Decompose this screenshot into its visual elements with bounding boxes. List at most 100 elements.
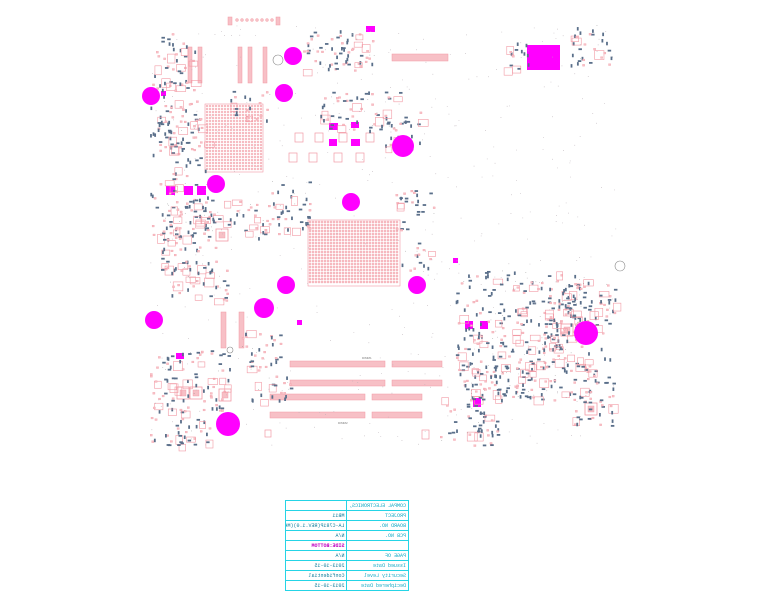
component-outline: [354, 62, 363, 69]
silkscreen-mark: [509, 385, 511, 386]
smd-part: [251, 398, 254, 402]
smd-part: [574, 316, 577, 320]
smd-part: [194, 373, 198, 376]
smd-part: [591, 33, 595, 36]
smd-part: [302, 203, 307, 206]
component-outline: [291, 196, 298, 206]
smd-part: [562, 291, 564, 296]
smd-part: [158, 141, 163, 143]
smd-part: [600, 300, 602, 304]
title-block-table: COMPAL ELECTRONICS, INC.PROJECTMB11BOARD…: [285, 500, 409, 591]
smd-part: [576, 284, 580, 287]
smd-pad: [333, 52, 337, 55]
title-block-value: [285, 500, 347, 511]
smd-part: [416, 210, 421, 213]
smd-part: [567, 310, 570, 315]
smd-pad: [203, 400, 206, 403]
smd-pad: [209, 210, 212, 214]
title-block-label: Security Level: [347, 570, 409, 581]
smd-part: [162, 361, 166, 364]
silkscreen-mark: [565, 397, 567, 398]
smd-part: [546, 365, 551, 368]
smd-part: [284, 397, 286, 401]
smd-pad: [303, 50, 306, 53]
smd-part: [474, 404, 478, 407]
smd-pad: [583, 285, 586, 288]
component-outline: [533, 396, 544, 406]
component-outline: [182, 379, 193, 390]
smd-part: [551, 338, 556, 341]
smd-part: [414, 190, 419, 192]
smd-part: [185, 45, 188, 49]
smd-part: [472, 328, 475, 332]
smd-part: [307, 217, 311, 219]
smd-pad: [274, 357, 278, 360]
smd-pad: [339, 34, 342, 38]
component-outline: [561, 293, 572, 301]
smd-part: [523, 52, 526, 56]
smd-part: [612, 382, 616, 385]
smd-part: [507, 378, 510, 383]
smd-pad: [487, 434, 490, 437]
silkscreen-mark: [585, 395, 587, 396]
smd-pad: [289, 383, 292, 386]
component-outline: [567, 354, 575, 363]
component-outline: [588, 369, 598, 378]
smd-part: [245, 332, 247, 337]
smd-part: [604, 357, 606, 361]
smd-part: [166, 444, 171, 446]
smd-pad: [389, 143, 393, 146]
smd-part: [537, 358, 541, 361]
smd-pad: [580, 345, 584, 348]
smd-part: [481, 398, 486, 401]
smd-pad: [208, 427, 212, 430]
smd-part: [478, 424, 483, 427]
smd-part: [215, 398, 218, 402]
silkscreen-mark: [193, 128, 195, 129]
smd-part: [608, 301, 611, 305]
smd-pad: [409, 269, 412, 272]
smd-part: [150, 134, 152, 138]
smd-pad: [207, 239, 210, 242]
smd-pad: [429, 258, 432, 261]
silkscreen-mark: [373, 55, 375, 56]
smd-part: [230, 98, 233, 103]
component-outline: [492, 278, 504, 285]
smd-part: [167, 368, 172, 371]
silkscreen-mark: [356, 38, 358, 40]
silkscreen-mark: [596, 25, 598, 26]
smd-part: [262, 223, 264, 227]
smd-part: [270, 362, 273, 367]
smd-pad: [589, 391, 593, 394]
smd-pad: [255, 227, 258, 230]
smd-pad: [193, 149, 196, 152]
smd-pad: [595, 382, 599, 385]
smd-part: [170, 355, 175, 358]
smd-part: [448, 432, 452, 435]
smd-part: [152, 153, 155, 158]
component-outline: [207, 378, 219, 385]
smd-pad: [345, 92, 349, 96]
smd-part: [285, 205, 288, 210]
smd-part: [481, 307, 484, 311]
component-outline: [479, 341, 489, 349]
component-outline: [254, 217, 261, 224]
smd-part: [195, 260, 198, 265]
smd-pad: [283, 382, 286, 385]
silkscreen-mark: [471, 389, 472, 391]
smd-pad: [553, 337, 556, 340]
smd-pad: [373, 123, 376, 126]
title-block-row: BOARD NO.LA-C781P(REV.1.0)(MK): [285, 520, 409, 531]
smd-part: [566, 363, 569, 368]
title-block: COMPAL ELECTRONICS, INC.PROJECTMB11BOARD…: [285, 500, 409, 591]
smd-pad: [521, 331, 525, 334]
smd-part: [202, 389, 205, 393]
smd-part: [236, 213, 239, 217]
smd-pad: [552, 358, 555, 361]
component-outline: [525, 362, 535, 371]
smd-part: [349, 99, 353, 102]
smd-part: [187, 379, 189, 384]
smd-pad: [460, 282, 464, 285]
silkscreen-mark: [258, 389, 259, 390]
